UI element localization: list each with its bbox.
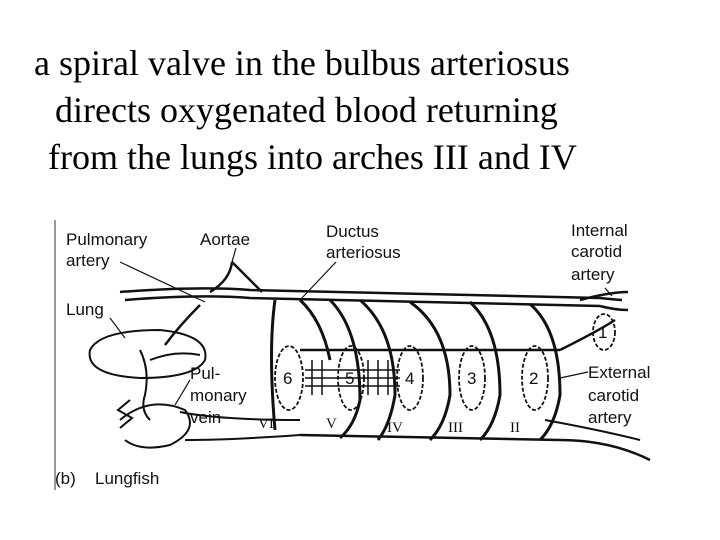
label-external-2: carotid	[588, 386, 639, 405]
label-ductus-1: Ductus	[326, 222, 379, 241]
arch-number: 3	[467, 369, 476, 388]
label-pulmonary-artery-1: Pulmonary	[66, 230, 148, 249]
label-pulvein-1: Pul-	[190, 364, 220, 383]
label-aortae: Aortae	[200, 230, 250, 249]
arch-roman: V	[326, 416, 337, 432]
pulmonary-artery	[164, 304, 201, 346]
arch-roman: III	[448, 420, 463, 436]
label-pulvein-2: monary	[190, 386, 247, 405]
arch-roman: II	[510, 420, 520, 436]
caption: a spiral valve in the bulbus arteriosus …	[0, 40, 720, 181]
label-panel: (b)	[55, 469, 76, 488]
label-internal-1: Internal	[571, 221, 628, 240]
arch-number: 2	[529, 369, 538, 388]
label-internal-2: carotid	[571, 242, 622, 261]
gill-arches	[270, 298, 562, 442]
label-external-1: External	[588, 363, 650, 382]
caption-line-2: directs oxygenated blood returning	[55, 90, 558, 130]
label-external-3: artery	[588, 408, 632, 427]
label-pulvein-3: vein	[190, 408, 221, 427]
label-species: Lungfish	[95, 469, 159, 488]
internal-carotid	[579, 290, 629, 312]
lung	[88, 328, 207, 421]
arch-roman: VI	[258, 416, 274, 432]
external-carotid	[544, 419, 641, 441]
gill-capillaries	[305, 360, 400, 395]
caption-line-3: from the lungs into arches III and IV	[48, 137, 577, 177]
arch-number: 4	[405, 369, 414, 388]
label-ductus-2: arteriosus	[326, 243, 401, 262]
arch-number: 1	[598, 323, 607, 342]
aortae-fork	[209, 261, 263, 294]
label-pulmonary-artery-2: artery	[66, 251, 110, 270]
arch-number: 6	[283, 369, 292, 388]
dorsal-aorta	[119, 287, 623, 308]
caption-line-1: a spiral valve in the bulbus arteriosus	[34, 43, 570, 83]
pulmonary-vein	[116, 399, 301, 449]
arch-number: 5	[345, 369, 354, 388]
label-internal-3: artery	[571, 265, 615, 284]
arch-roman: IV	[387, 420, 403, 436]
label-lung: Lung	[66, 300, 104, 319]
leader-lines	[109, 247, 613, 406]
gill-ovals	[274, 313, 616, 411]
